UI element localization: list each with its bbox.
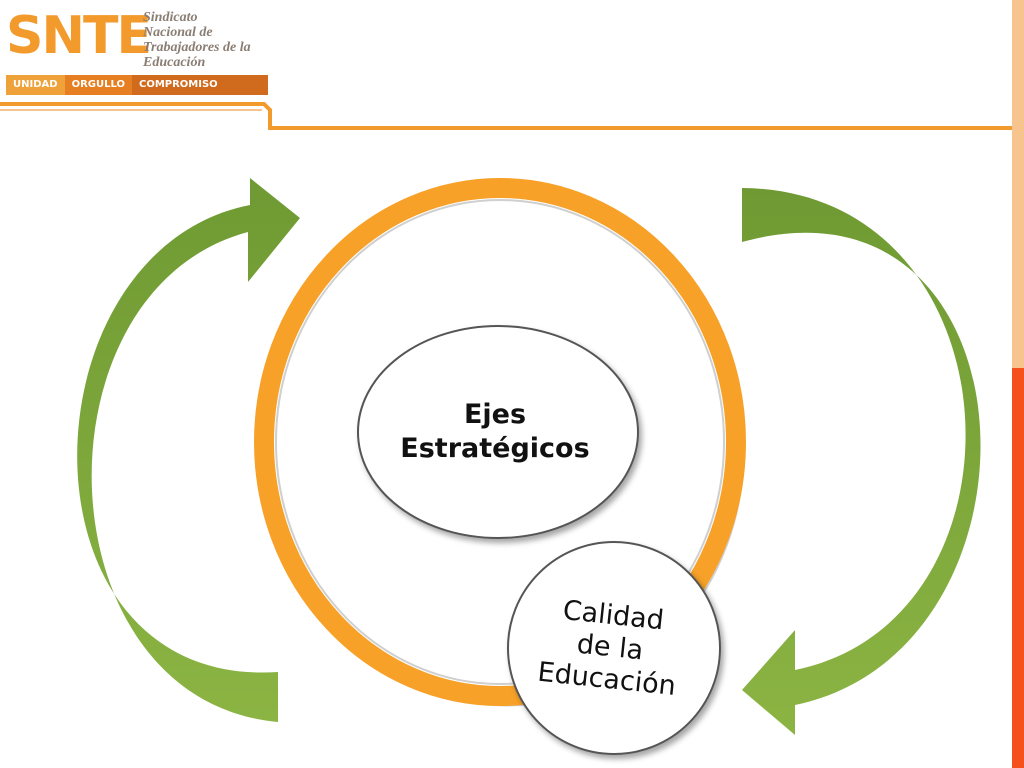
tagline-compromiso: COMPROMISO (131, 75, 268, 95)
center-label-line-2: Estratégicos (400, 433, 590, 464)
left-cycle-arrow (77, 178, 300, 722)
snte-logo: SNTE (6, 6, 152, 66)
tagline-orgullo: ORGULLO (64, 75, 132, 95)
logo-line-4: Educación (143, 55, 206, 70)
quality-node (507, 541, 721, 755)
center-label-line-1: Ejes (463, 399, 527, 430)
slide-header: SNTE Sindicato Nacional de Trabajadores … (0, 0, 1024, 140)
right-stripe-bottom (1012, 368, 1024, 768)
logo-line-3: Trabajadores de la (143, 40, 251, 55)
center-node-label: Ejes Estratégicos (370, 398, 620, 466)
outer-ring-inner-edge (275, 199, 725, 685)
logo-line-2: Nacional de (143, 25, 213, 40)
logo-line-1: Sindicato (143, 10, 198, 25)
right-stripe-top (1012, 0, 1024, 368)
logo-union-name: Sindicato Nacional de Trabajadores de la… (143, 10, 251, 70)
tagline-bar: UNIDAD ORGULLO COMPROMISO (6, 75, 268, 95)
center-node (357, 325, 639, 539)
right-cycle-arrow (742, 188, 981, 735)
header-rule (0, 102, 1012, 130)
tagline-unidad: UNIDAD (6, 75, 65, 95)
